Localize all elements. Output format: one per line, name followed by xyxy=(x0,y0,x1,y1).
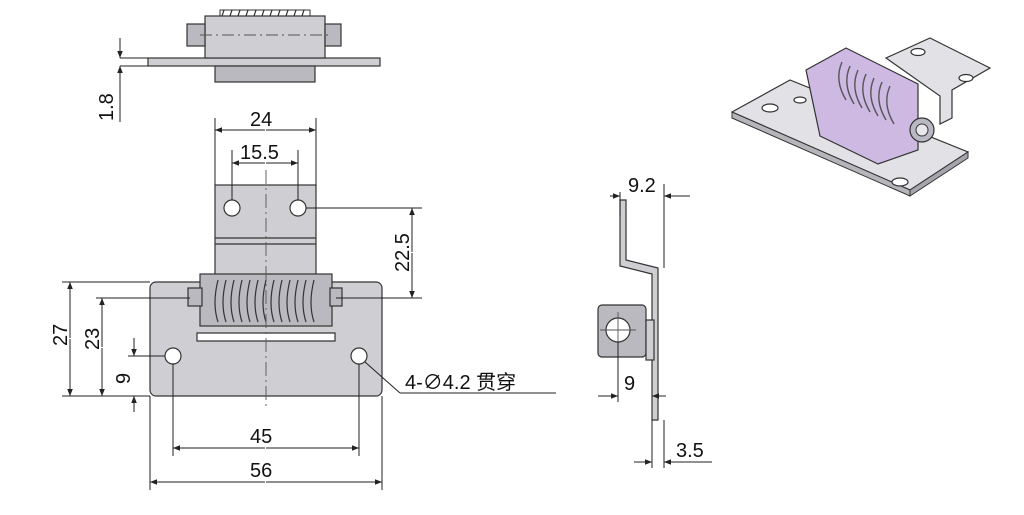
iso-spring-coils xyxy=(838,61,895,125)
front-view-leaf xyxy=(214,184,317,278)
top-view-pin-right xyxy=(324,23,342,47)
dim-leaf-width: 24 xyxy=(250,109,272,131)
top-view-spring-housing xyxy=(204,15,326,59)
dim-base-hole-height: 9 xyxy=(113,373,135,384)
dim-plate-thickness: 1.8 xyxy=(96,93,118,121)
hole-note: 4-∅4.2 贯穿 xyxy=(405,371,516,394)
leaf-hole-right xyxy=(289,199,307,217)
dim-side-axis: 9 xyxy=(624,373,635,395)
dim-leaf-hole-height: 22.5 xyxy=(392,233,414,272)
top-view-base-plate xyxy=(147,57,381,67)
front-pin-right xyxy=(329,287,343,307)
leaf-hole-left xyxy=(223,199,241,217)
isometric-view xyxy=(730,37,992,197)
dim-base-height: 27 xyxy=(50,324,72,346)
front-view-spring-coils xyxy=(214,279,315,323)
base-hole-right xyxy=(350,347,368,365)
front-pin-left xyxy=(187,287,203,307)
base-hole-left xyxy=(164,347,182,365)
base-slot xyxy=(196,332,336,342)
dim-base-width: 56 xyxy=(250,460,272,482)
dim-spring-center-height: 23 xyxy=(82,328,104,350)
top-view-spring-coils xyxy=(219,9,311,17)
dim-base-hole-spacing: 45 xyxy=(250,426,272,448)
side-view: 9.2 9 3.5 xyxy=(597,175,712,468)
iso-spring-housing xyxy=(805,47,919,165)
dim-leaf-hole-spacing: 15.5 xyxy=(240,142,279,164)
dim-side-offset: 9.2 xyxy=(628,175,656,197)
top-view-leaf-edge xyxy=(214,65,316,83)
top-view: 1.8 xyxy=(96,9,381,122)
iso-upper-leaf xyxy=(884,37,992,125)
dim-side-thickness: 3.5 xyxy=(676,440,704,462)
front-view: 24 15.5 22.5 27 23 9 45 xyxy=(50,109,556,490)
